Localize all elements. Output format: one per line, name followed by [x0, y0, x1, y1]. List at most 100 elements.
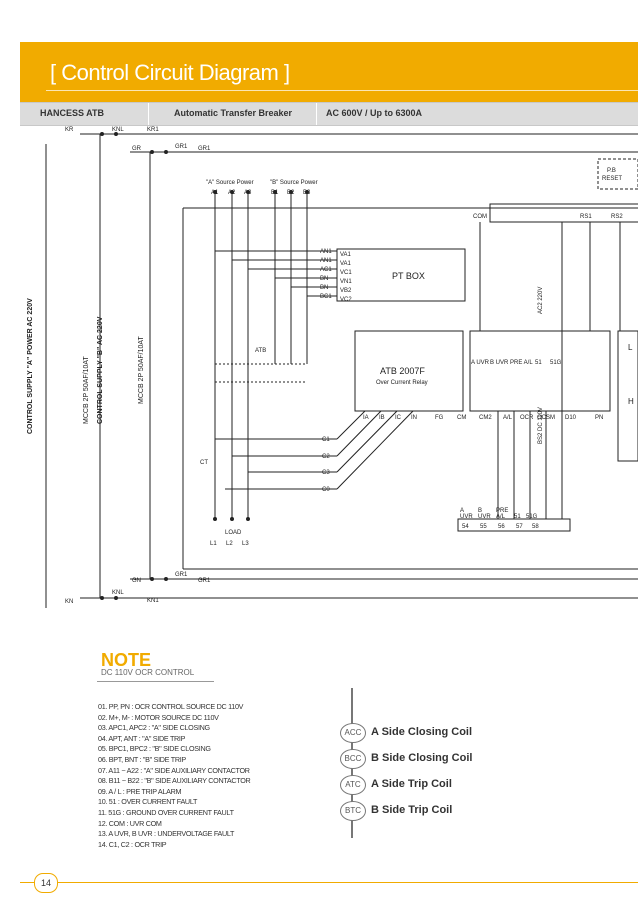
legend-item: ACC A Side Closing Coil	[340, 723, 580, 745]
coil-code: BCC	[340, 749, 366, 769]
note-item: 12. COM : UVR COM	[98, 818, 162, 828]
supply-b-label: CONTROL SUPPLY "B" AC 220V	[97, 316, 104, 424]
svg-text:RS2: RS2	[611, 214, 623, 220]
svg-text:VC1: VC1	[340, 270, 352, 276]
supply-a-label: CONTROL SUPPLY "A" POWER AC 220V	[27, 298, 34, 434]
coil-label: B Side Trip Coil	[371, 804, 453, 816]
svg-text:57: 57	[516, 524, 523, 530]
footer-rule	[57, 882, 638, 883]
header-bar: HANCESS ATB Automatic Transfer Breaker A…	[20, 102, 638, 126]
pb-reset-label: P.B	[607, 168, 616, 174]
legend-item: ATC A Side Trip Coil	[340, 775, 580, 797]
svg-text:B2: B2	[287, 190, 295, 196]
svg-text:L3: L3	[242, 541, 249, 547]
svg-text:D10: D10	[565, 415, 577, 421]
svg-text:C3: C3	[322, 470, 330, 476]
svg-text:A2: A2	[228, 190, 236, 196]
title-rule	[46, 90, 638, 91]
note-item: 13. A UVR, B UVR : UNDERVOLTAGE FAULT	[98, 829, 235, 839]
svg-text:BC1: BC1	[320, 294, 332, 300]
svg-text:PN: PN	[595, 415, 603, 421]
rating-label: AC 600V / Up to 6300A	[326, 108, 423, 118]
svg-text:UVR: UVR	[460, 514, 473, 520]
svg-text:L1: L1	[210, 541, 217, 547]
coil-code: ACC	[340, 723, 366, 743]
note-item: 02. M+, M- : MOTOR SOURCE DC 110V	[98, 712, 219, 722]
svg-text:B: B	[478, 508, 482, 514]
mccb-b-label: MCCB 2P 50AF/10AT	[138, 335, 145, 404]
atb-label: ATB	[255, 348, 266, 354]
terminal-label: KR	[65, 127, 74, 133]
svg-text:51: 51	[514, 514, 521, 520]
svg-text:VA1: VA1	[340, 261, 352, 267]
note-item: 14. C1, C2 : OCR TRIP	[98, 839, 167, 849]
svg-text:AC1: AC1	[320, 267, 332, 273]
svg-text:51G: 51G	[550, 360, 562, 366]
note-item: 04. APT, ANT : "A" SIDE TRIP	[98, 733, 186, 743]
note-subtitle: DC 110V OCR CONTROL	[101, 668, 195, 677]
terminal-label: GR1	[175, 144, 188, 150]
control-circuit-diagram: KR KNL KR1 GR GR1 GR1 GN GR1 GR1 KN KNL …	[20, 124, 638, 622]
coil-label: B Side Closing Coil	[371, 752, 473, 764]
ocr-label: Over Current Relay	[376, 380, 428, 386]
source-b-label: "B" Source Power	[270, 180, 318, 186]
terminal-label: GR1	[175, 572, 188, 578]
svg-text:B1: B1	[271, 190, 279, 196]
svg-text:B UVR: B UVR	[490, 360, 509, 366]
svg-text:B3: B3	[303, 190, 311, 196]
svg-text:C2: C2	[322, 454, 330, 460]
note-item: 09. A / L : PRE TRIP ALARM	[98, 786, 182, 796]
svg-text:58: 58	[532, 524, 539, 530]
note-item: 01. PP, PN : OCR CONTROL SOURCE DC 110V	[98, 702, 244, 711]
circuit-schematic: KR KNL KR1 GR GR1 GR1 GN GR1 GR1 KN KNL …	[27, 127, 638, 608]
svg-text:OCR: OCR	[520, 415, 534, 421]
footer-rule	[20, 882, 34, 883]
terminal-label: GR1	[198, 146, 211, 152]
coil-code: BTC	[340, 801, 366, 821]
legend-item: BTC B Side Trip Coil	[340, 801, 580, 823]
svg-text:L2: L2	[226, 541, 233, 547]
svg-text:AN1: AN1	[320, 258, 332, 264]
svg-text:A UVR: A UVR	[471, 360, 490, 366]
product-label: Automatic Transfer Breaker	[174, 108, 293, 118]
page-number: 14	[34, 873, 58, 893]
svg-text:VB2: VB2	[340, 288, 352, 294]
svg-text:54: 54	[462, 524, 469, 530]
source-a-label: "A" Source Power	[206, 180, 254, 186]
terminal-label: KN	[65, 599, 73, 605]
svg-text:A: A	[460, 508, 464, 514]
note-item: 10. 51 : OVER CURRENT FAULT	[98, 797, 198, 807]
note-list: 01. PP, PN : OCR CONTROL SOURCE DC 110V …	[98, 702, 251, 850]
header-divider	[316, 103, 317, 125]
header-divider	[148, 103, 149, 125]
terminal-label: KN1	[147, 598, 159, 604]
svg-text:RESET: RESET	[602, 176, 622, 182]
svg-text:PRE A/L: PRE A/L	[510, 360, 533, 366]
svg-text:IN: IN	[411, 415, 417, 421]
note-item: 11. 51G : GROUND OVER CURRENT FAULT	[98, 807, 234, 817]
coil-label: A Side Trip Coil	[371, 778, 452, 790]
svg-text:L: L	[628, 343, 633, 352]
terminal-label: GR1	[198, 578, 211, 584]
svg-text:AN1: AN1	[320, 249, 332, 255]
page-title: [ Control Circuit Diagram ]	[50, 60, 290, 85]
svg-text:BN: BN	[320, 285, 328, 291]
svg-text:RS1: RS1	[580, 214, 592, 220]
svg-text:A/L: A/L	[503, 415, 513, 421]
brand-label: HANCESS ATB	[40, 108, 105, 118]
ptbox-label: PT BOX	[392, 271, 425, 281]
svg-text:CM: CM	[457, 415, 466, 421]
svg-text:AC2 220V: AC2 220V	[538, 287, 544, 314]
svg-text:C0: C0	[322, 487, 330, 493]
svg-text:IC: IC	[395, 415, 402, 421]
svg-text:A/L: A/L	[496, 514, 506, 520]
terminal-label: KNL	[112, 127, 124, 133]
svg-text:A1: A1	[211, 190, 219, 196]
mccb-a-label: MCCB 2P 50AF/10AT	[83, 355, 90, 424]
legend-item: BCC B Side Closing Coil	[340, 749, 580, 771]
svg-text:IB: IB	[379, 415, 385, 421]
svg-text:FG: FG	[435, 415, 444, 421]
svg-text:BS2 DC 110V: BS2 DC 110V	[538, 407, 544, 444]
svg-text:51: 51	[535, 360, 542, 366]
atb2007f-label: ATB 2007F	[380, 366, 425, 376]
